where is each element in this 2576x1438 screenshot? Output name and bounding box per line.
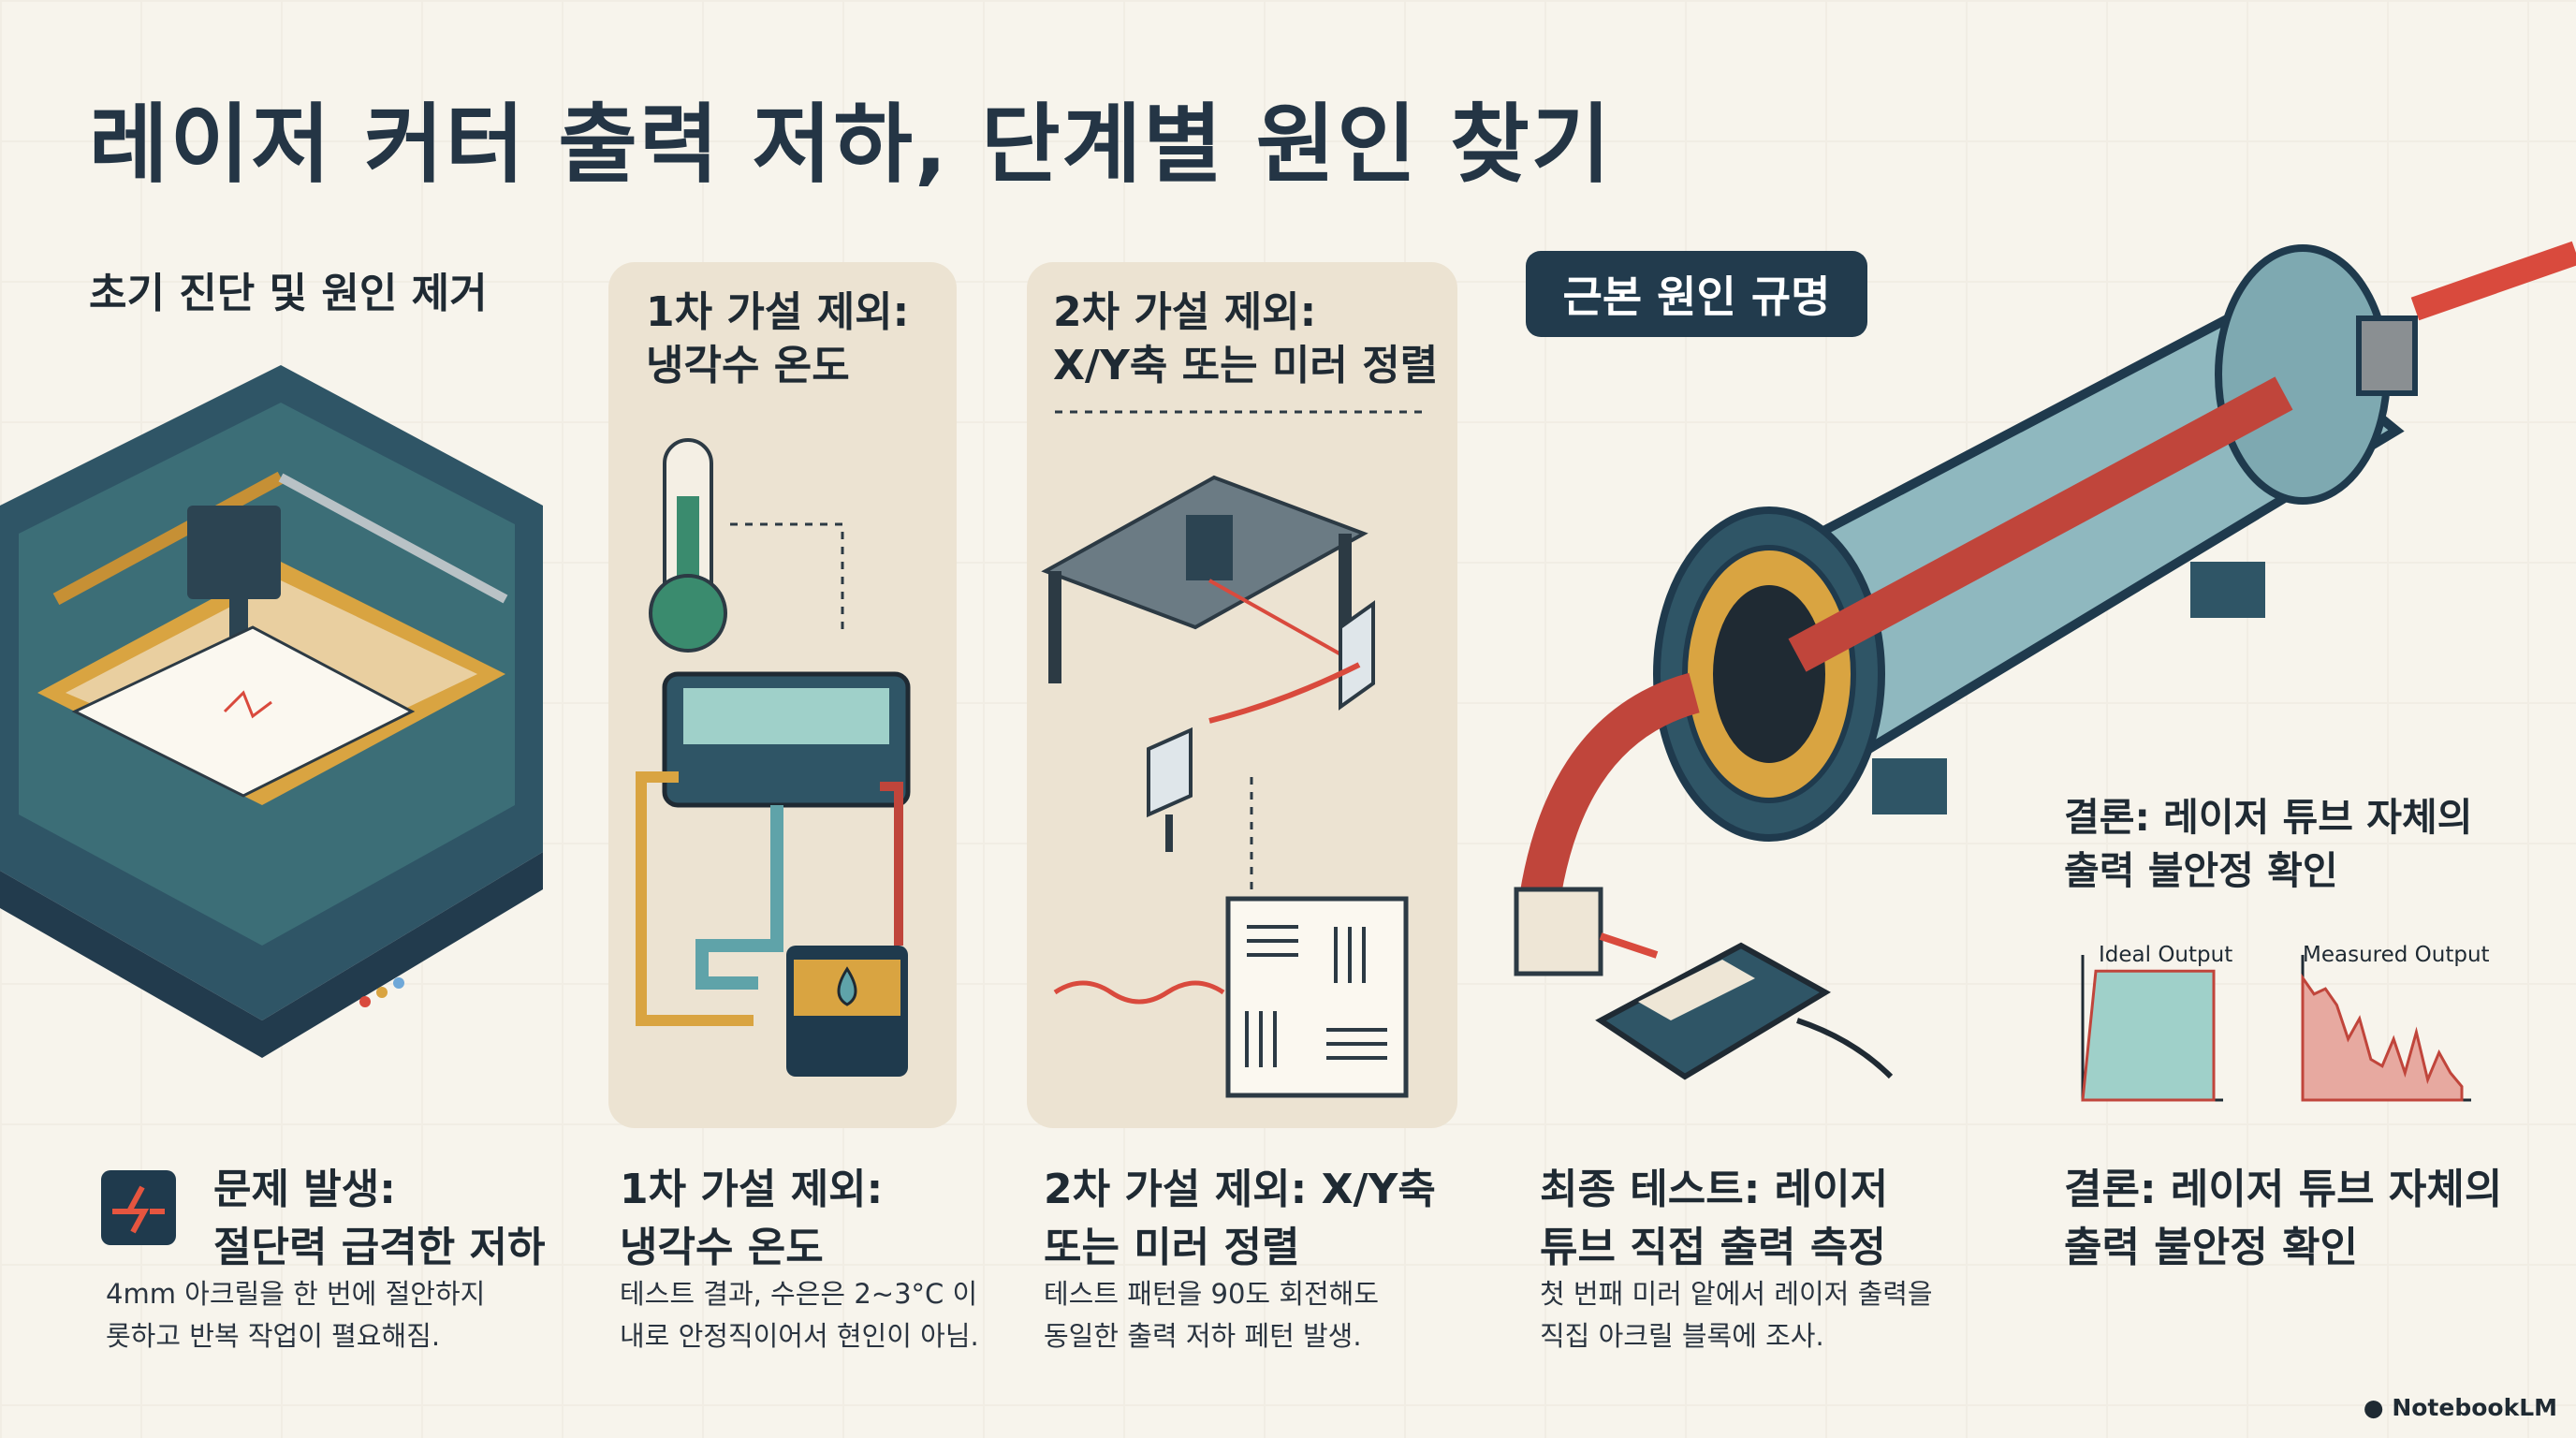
alignment-illustration bbox=[1041, 410, 1429, 1098]
caption-problem-body: 4mm 아크릴을 한 번에 절안하지 롯하고 반복 작업이 펼요해짐. bbox=[106, 1273, 485, 1357]
caption-hypothesis1-body-line2: 내로 안정직이어서 현인이 아님. bbox=[620, 1319, 979, 1352]
hypothesis2-heading-line1: 2차 가설 제외: bbox=[1053, 288, 1317, 336]
caption-hypothesis2-body-line1: 테스트 패턴을 90도 회전해도 bbox=[1044, 1278, 1380, 1310]
hypothesis2-heading-line2: X/Y축 또는 미러 정렬 bbox=[1053, 342, 1439, 390]
caption-problem-body-line1: 4mm 아크릴을 한 번에 절안하지 bbox=[106, 1278, 486, 1310]
ideal-output-chart bbox=[2081, 955, 2223, 1102]
ideal-output-title: Ideal Output bbox=[2099, 943, 2233, 967]
root-cause-conclusion-line1: 결론: 레이저 튜브 자체의 bbox=[2064, 795, 2473, 840]
caption-hypothesis2-body-line2: 동일한 출력 저하 페턴 발생. bbox=[1044, 1319, 1362, 1352]
notebooklm-brand: ● NotebookLM bbox=[2364, 1394, 2557, 1421]
hypothesis1-heading: 1차 가설 제외: 냉각수 온도 bbox=[646, 286, 909, 392]
caption-hypothesis1-title: 1차 가설 제외: 냉각수 온도 bbox=[620, 1161, 883, 1276]
brand-label: NotebookLM bbox=[2392, 1394, 2557, 1421]
caption-hypothesis2-title-line1: 2차 가설 제외: X/Y축 bbox=[1044, 1166, 1436, 1213]
laser-cutter-illustration bbox=[0, 365, 543, 1058]
caption-conclusion-title: 결론: 레이저 튜브 자체의 출력 불안정 확인 bbox=[2064, 1161, 2502, 1276]
caption-problem-title-line2: 절단력 급격한 저하 bbox=[213, 1223, 546, 1271]
caption-problem-body-line2: 롯하고 반복 작업이 펼요해짐. bbox=[106, 1319, 441, 1352]
notebooklm-logo-icon: ● bbox=[2363, 1394, 2384, 1421]
problem-lightning-icon bbox=[101, 1170, 176, 1245]
caption-hypothesis1-body-line1: 테스트 결과, 수은은 2~3°C 이 bbox=[620, 1278, 978, 1310]
caption-final-test-title-line2: 튜브 직접 출력 측정 bbox=[1540, 1223, 1886, 1271]
caption-final-test-body-line1: 첫 번패 미러 앝에서 레이저 출력을 bbox=[1540, 1278, 1933, 1310]
caption-hypothesis2-body: 테스트 패턴을 90도 회전해도 동일한 출력 저하 페턴 발생. bbox=[1044, 1273, 1379, 1357]
caption-final-test-title: 최종 테스트: 레이저 튜브 직접 출력 측정 bbox=[1540, 1161, 1888, 1276]
caption-final-test-title-line1: 최종 테스트: 레이저 bbox=[1540, 1166, 1889, 1213]
caption-hypothesis2-title: 2차 가설 제외: X/Y축 또는 미러 정렬 bbox=[1044, 1161, 1436, 1276]
caption-conclusion-title-line2: 출력 불안정 확인 bbox=[2064, 1223, 2358, 1271]
cooling-system-illustration bbox=[636, 438, 911, 1077]
caption-conclusion-title-line1: 결론: 레이저 튜브 자체의 bbox=[2064, 1166, 2503, 1213]
caption-problem-title: 문제 발생: 절단력 급격한 저하 bbox=[213, 1161, 545, 1276]
measured-output-chart bbox=[2301, 955, 2471, 1102]
root-cause-badge: 근본 원인 규명 bbox=[1526, 251, 1867, 337]
section-initial-heading: 초기 진단 및 원인 제거 bbox=[89, 270, 488, 317]
hypothesis1-heading-line1: 1차 가설 제외: bbox=[646, 288, 910, 336]
page-title: 레이저 커터 출력 저하, 단계별 원인 찾기 bbox=[89, 95, 1613, 195]
root-cause-conclusion: 결론: 레이저 튜브 자체의 출력 불안정 확인 bbox=[2064, 791, 2472, 899]
measured-output-title: Measured Output bbox=[2303, 943, 2490, 967]
hypothesis1-heading-line2: 냉각수 온도 bbox=[646, 342, 850, 390]
caption-hypothesis1-body: 테스트 결과, 수은은 2~3°C 이 내로 안정직이어서 현인이 아님. bbox=[620, 1273, 979, 1357]
caption-final-test-body-line2: 직집 아크릴 블록에 조사. bbox=[1540, 1319, 1824, 1352]
caption-final-test-body: 첫 번패 미러 앝에서 레이저 출력을 직집 아크릴 블록에 조사. bbox=[1540, 1273, 1933, 1357]
chart-area-series bbox=[2081, 969, 2216, 1102]
laser-tube-illustration bbox=[1514, 241, 2576, 1080]
chart-area-series bbox=[2301, 973, 2464, 1102]
caption-problem-title-line1: 문제 발생: bbox=[213, 1166, 396, 1213]
caption-hypothesis2-title-line2: 또는 미러 정렬 bbox=[1044, 1223, 1300, 1271]
caption-hypothesis1-title-line1: 1차 가설 제외: bbox=[620, 1166, 884, 1213]
caption-hypothesis1-title-line2: 냉각수 온도 bbox=[620, 1223, 824, 1271]
root-cause-conclusion-line2: 출력 불안정 확인 bbox=[2064, 848, 2338, 894]
hypothesis2-heading: 2차 가설 제외: X/Y축 또는 미러 정렬 bbox=[1053, 286, 1438, 392]
